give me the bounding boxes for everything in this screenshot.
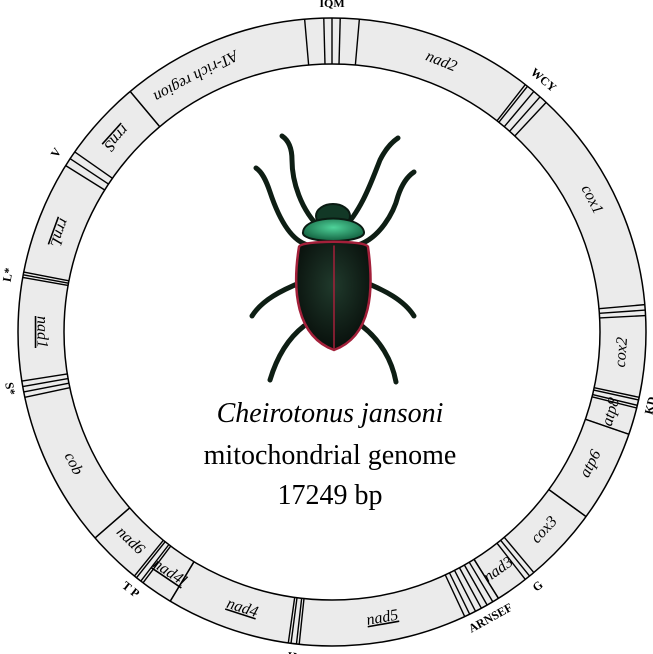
trna-label-iqm: IQM [319,0,344,10]
gene-label-nad1: nad1 [33,316,50,348]
trna-label-kd: KD [642,395,653,416]
genome-size-label: 17249 bp [278,480,383,511]
trna-label-h: H [287,649,299,654]
trna-label-g: G [530,578,546,595]
genome-type-label: mitochondrial genome [204,440,457,471]
trna-label-v: V [48,145,65,160]
trna-label-l-: L* [0,267,16,283]
trna-label-s-: S* [2,381,18,396]
species-name: Cheirotonus jansoni [217,398,444,429]
trna-label-t-p: T P [119,578,142,600]
gene-label-cox2: cox2 [612,337,631,368]
